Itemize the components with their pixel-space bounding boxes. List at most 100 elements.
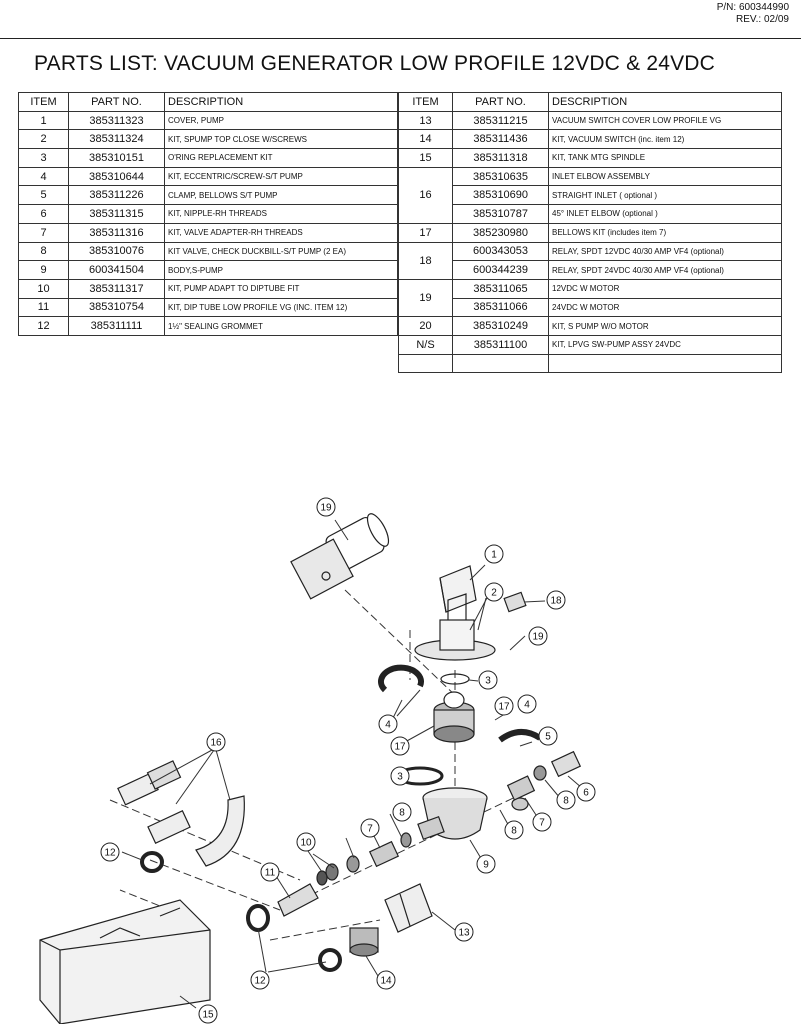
part-number-cell: 385311323 (68, 110, 165, 131)
description-cell: 45° INLET ELBOW (optional ) (548, 204, 782, 224)
part-number-cell: 385311315 (68, 204, 165, 224)
callout-circle (260, 862, 280, 882)
description-cell: VACUUM SWITCH COVER LOW PROFILE VG (548, 110, 782, 131)
bellows-clamp-drawing (498, 729, 542, 743)
item-number: 2 (18, 129, 69, 150)
description-cell: KIT, ECCENTRIC/SCREW-S/T PUMP (164, 166, 398, 187)
callout-label: 3 (397, 772, 403, 783)
col-part-no: PART NO. (68, 92, 165, 112)
callout-label: 1 (491, 550, 497, 561)
callout-circle (378, 714, 398, 734)
bellows-drawing (433, 691, 475, 743)
callout-label: 14 (380, 976, 392, 987)
description-cell: KIT, S PUMP W/O MOTOR (548, 316, 782, 336)
description-cell: COVER, PUMP (164, 110, 398, 131)
part-number-cell: 385311324 (68, 129, 165, 150)
callout-label: 10 (300, 838, 312, 849)
item-number: 4 (18, 166, 69, 187)
callout-circle (316, 497, 336, 517)
callout-circle (528, 626, 548, 646)
part-number-cell: 385311436 (452, 129, 549, 150)
item-number: 3 (18, 148, 69, 168)
description-cell: KIT, TANK MTG SPINDLE (548, 148, 782, 168)
oring-top-drawing (440, 673, 470, 685)
callout-label: 15 (202, 1010, 214, 1021)
callout-circle (556, 790, 576, 810)
part-number-cell: 385311318 (452, 148, 549, 168)
dip-tube-drawing (277, 883, 319, 917)
callout-label: 7 (367, 824, 373, 835)
description-cell: 1½" SEALING GROMMET (164, 316, 398, 336)
table-row (398, 353, 782, 374)
col-description: DESCRIPTION (548, 92, 782, 112)
callout-label: 19 (320, 503, 332, 514)
item-number: 20 (398, 316, 453, 336)
callout-label: 7 (539, 818, 545, 829)
callout-circle (100, 842, 120, 862)
document-id: P/N: 600344990 REV.: 02/09 (717, 2, 789, 26)
item-number: 19 (398, 278, 453, 318)
page-title: PARTS LIST: VACUUM GENERATOR LOW PROFILE… (34, 52, 716, 75)
description-cell: KIT VALVE, CHECK DUCKBILL-S/T PUMP (2 EA… (164, 241, 398, 262)
item-number: 18 (398, 241, 453, 280)
description-cell: KIT, SPUMP TOP CLOSE W/SCREWS (164, 129, 398, 150)
tank-drawing (39, 899, 211, 1024)
callout-label: 18 (550, 596, 562, 607)
callout-label: 11 (265, 868, 276, 879)
callout-label: 8 (511, 826, 517, 837)
col-part-no: PART NO. (452, 92, 549, 112)
part-number-cell: 385311066 (452, 297, 549, 318)
part-number-cell: 385310787 (452, 204, 549, 224)
item-number (398, 353, 453, 374)
callout-label: 17 (498, 702, 510, 713)
part-number-cell: 600343053 (452, 241, 549, 262)
callout-circle (376, 970, 396, 990)
description-cell (548, 353, 782, 374)
item-number: 12 (18, 316, 69, 336)
callout-label: 3 (485, 676, 491, 687)
left-fittings-drawing (316, 832, 412, 886)
part-number-cell: 385310635 (452, 166, 549, 187)
part-number: P/N: 600344990 (716, 2, 789, 13)
part-number-cell: 385310151 (68, 148, 165, 168)
item-number: 8 (18, 241, 69, 262)
callout-circle (206, 732, 226, 752)
description-cell: KIT, PUMP ADAPT TO DIPTUBE FIT (164, 278, 398, 299)
switch-cover-drawing (384, 883, 433, 933)
part-number-cell: 385311215 (452, 110, 549, 131)
revision: REV.: 02/09 (735, 14, 789, 25)
callout-circle (360, 818, 380, 838)
part-number-cell: 600344239 (452, 260, 549, 280)
col-description: DESCRIPTION (164, 92, 398, 112)
callout-label: 9 (483, 860, 489, 871)
callout-circle (198, 1004, 218, 1024)
description-cell: O'RING REPLACEMENT KIT (164, 148, 398, 168)
part-number-cell: 385311317 (68, 278, 165, 299)
item-number: 11 (18, 297, 69, 318)
top-close-drawing (414, 593, 496, 661)
callout-label: 6 (583, 788, 589, 799)
item-number: 14 (398, 129, 453, 150)
vacuum-switch-drawing (349, 927, 379, 957)
col-item: ITEM (18, 92, 69, 112)
inlet-elbows-drawing (117, 760, 245, 867)
callout-circle (494, 696, 514, 716)
callout-label: 4 (524, 700, 530, 711)
col-item: ITEM (398, 92, 453, 112)
